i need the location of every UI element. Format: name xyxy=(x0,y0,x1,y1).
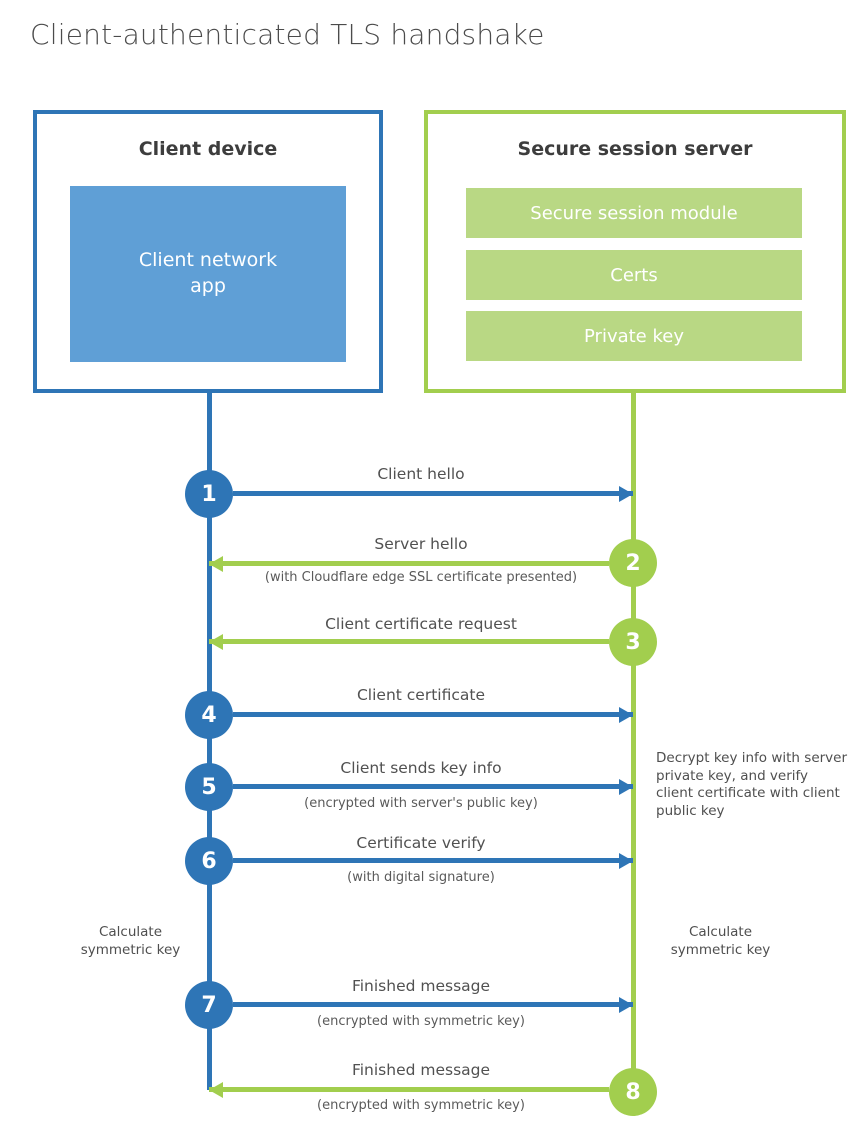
step-2-arrow xyxy=(209,555,609,572)
step-2-label: Server hello xyxy=(374,535,468,553)
step-4-label: Client certificate xyxy=(356,686,485,704)
module-bar-certs: Certs xyxy=(466,250,802,300)
step-2-badge: 2 xyxy=(609,539,657,587)
step-8-label: Finished message xyxy=(351,1061,491,1079)
client-lifeline xyxy=(207,391,212,1090)
client-network-app-label: Client network app xyxy=(138,249,278,297)
module-bar-secure-session-module: Secure session module xyxy=(466,188,802,238)
secure-session-server-title: Secure session server xyxy=(517,138,753,160)
step-8-arrow xyxy=(209,1081,609,1098)
step-5-label: Client sends key info xyxy=(340,759,502,777)
step-6-sublabel: (with digital signature) xyxy=(347,870,495,885)
step-7-badge: 7 xyxy=(185,981,233,1029)
step-7-arrow xyxy=(233,996,633,1013)
step-6-badge: 6 xyxy=(185,837,233,885)
step-1-label: Client hello xyxy=(377,465,465,483)
step-3-label: Client certificate request xyxy=(325,615,517,633)
calculate-symmetric-key-right: Calculate symmetric key xyxy=(670,924,771,958)
client-device-title: Client device xyxy=(138,138,278,160)
step-7-sublabel: (encrypted with symmetric key) xyxy=(317,1014,525,1029)
step-6-arrow xyxy=(233,852,633,869)
page-title: Client-authenticated TLS handshake xyxy=(30,18,545,51)
step-5-sublabel: (encrypted with server's public key) xyxy=(304,796,538,811)
module-bar-private-key: Private key xyxy=(466,311,802,361)
step-2-sublabel: (with Cloudflare edge SSL certificate pr… xyxy=(264,570,578,585)
step-5-badge: 5 xyxy=(185,763,233,811)
step-1-arrow xyxy=(233,485,633,502)
step-3-badge: 3 xyxy=(609,618,657,666)
step-8-badge: 8 xyxy=(609,1068,657,1116)
step-4-arrow xyxy=(233,706,633,723)
step-5-arrow xyxy=(233,778,633,795)
step-4-badge: 4 xyxy=(185,691,233,739)
client-network-app-box: Client network app xyxy=(70,186,346,362)
server-lifeline xyxy=(631,391,636,1092)
step-1-badge: 1 xyxy=(185,470,233,518)
calculate-symmetric-key-left: Calculate symmetric key xyxy=(80,924,181,958)
decrypt-key-note: Decrypt key info with server private key… xyxy=(656,750,848,819)
step-8-sublabel: (encrypted with symmetric key) xyxy=(317,1098,525,1113)
step-6-label: Certificate verify xyxy=(356,834,486,852)
step-3-arrow xyxy=(209,633,609,650)
step-7-label: Finished message xyxy=(351,977,491,995)
